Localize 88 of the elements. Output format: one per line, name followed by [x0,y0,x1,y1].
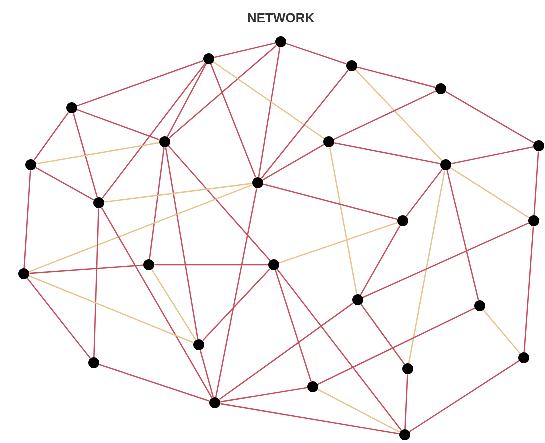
connector-line [36,167,94,201]
network-dot [398,215,408,226]
network-dot [210,397,220,408]
network-dot [88,357,100,368]
connector-line [286,43,347,65]
title: NETWORK [248,13,314,23]
network-dot [18,268,30,280]
network-dot [474,300,486,312]
connector-line [77,109,160,141]
connector-line [524,226,534,352]
connector-line [101,208,213,398]
connector-line [334,90,436,140]
connector-line [27,278,91,359]
connector-line [215,188,258,398]
connector-line [446,91,534,144]
network-dot [402,363,414,374]
connector-line [258,48,281,178]
network-dot [534,140,544,152]
connector-line [99,364,210,402]
connector-line [102,63,206,199]
connector-line [213,62,325,140]
connector-line [355,70,443,162]
connector-line [360,304,406,365]
connector-line [165,148,199,340]
connector-line [220,387,308,403]
connector-line [408,170,446,364]
network-dot [144,259,154,270]
connector-line [72,113,98,198]
connector-line [446,170,480,301]
network-dot [160,136,170,148]
connector-line [200,350,214,398]
network-dot [204,54,214,64]
connector-line [36,142,160,165]
connector-line [318,308,476,386]
connector-line [261,70,349,179]
connector-line [151,269,197,340]
connector-line [279,222,398,264]
network-dot [346,60,358,72]
connector-line [220,403,400,435]
connector-line [94,208,100,358]
connector-line [34,112,70,161]
connector-line [149,148,165,260]
network-dot [94,197,104,208]
connector-line [154,264,268,266]
connector-line [30,264,144,274]
connector-line [362,222,530,298]
connector-line [275,270,312,382]
connector-line [167,64,207,138]
network-dot [268,259,280,270]
connector-line [214,42,276,58]
connector-line [29,276,194,344]
network-dot [308,381,318,392]
network-dot [26,159,36,170]
connector-line [409,360,520,432]
network-dot [66,102,78,114]
connector-line [104,183,252,203]
network-dot [518,352,530,364]
connector-line [262,144,324,181]
network-dot [436,84,446,94]
connector-line [24,170,32,268]
connector-line [77,60,204,107]
connector-line [202,268,271,342]
connector-line [483,310,521,354]
connector-line [29,184,253,273]
connector-line [451,146,534,164]
connector-line [450,168,530,218]
network-dot [252,177,264,188]
network-dot [324,136,334,148]
network-dot [440,159,452,170]
connector-line [168,146,271,262]
connector-line [210,64,257,178]
connector-line [168,45,278,139]
connector-line [534,152,540,216]
connector-line [276,269,402,431]
connector-line [360,226,401,296]
connector-line [404,374,408,430]
network-dot [276,36,286,48]
connector-line [263,184,398,220]
connector-line [357,66,436,88]
connector-line [329,147,358,294]
connector-line [318,389,400,433]
connector-line [219,302,354,400]
connector-line [334,142,441,165]
connector-line [406,169,444,217]
network-dot [400,429,410,440]
network-dot [194,339,204,350]
network-dot [352,294,364,306]
network-dot [528,215,540,226]
